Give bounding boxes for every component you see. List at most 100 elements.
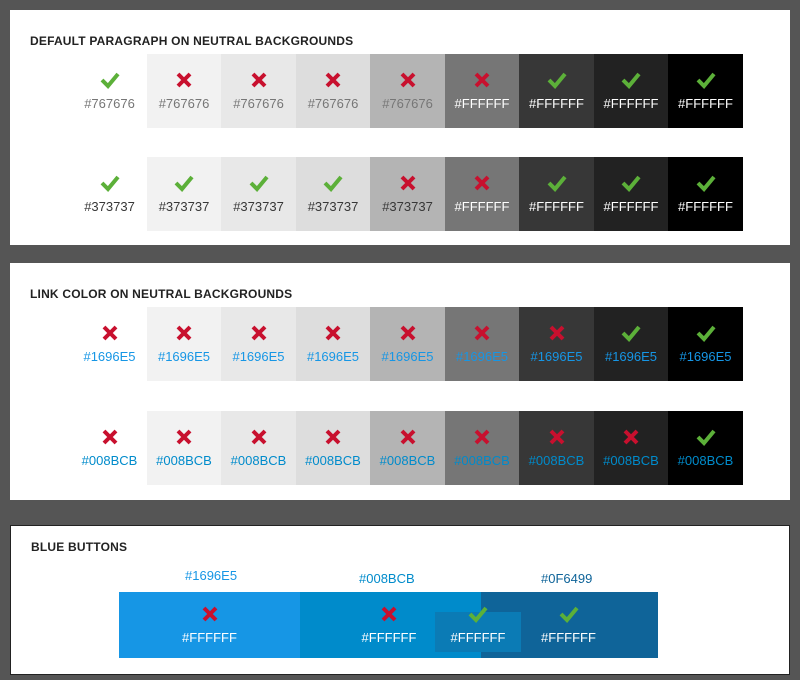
- check-icon: [174, 175, 194, 192]
- swatch-cell: #767676: [221, 54, 296, 128]
- swatch-cell: #1696E5: [72, 307, 147, 381]
- cross-icon: [251, 72, 266, 88]
- swatch-cell: #FFFFFF: [593, 54, 669, 128]
- cross-icon: [325, 429, 341, 445]
- cross-icon: [474, 429, 490, 445]
- swatch-row: #373737 #373737 #373737 #373737 #373737 #FFFF…: [72, 157, 743, 231]
- check-icon: [547, 175, 567, 192]
- color-code: #008BCB: [230, 453, 287, 468]
- swatch-cell: #FFFFFF: [444, 54, 520, 128]
- swatch-row: #008BCB#008BCB#008BCB#008BCB#008BCB#008B…: [72, 411, 743, 485]
- swatch-cell: #373737: [146, 157, 222, 231]
- section-title: LINK COLOR ON NEUTRAL BACKGROUNDS: [30, 287, 293, 301]
- check-icon: [696, 72, 716, 89]
- swatch-cell: #008BCB: [444, 411, 520, 485]
- swatch-cell: #373737: [221, 157, 296, 231]
- color-code: #373737: [158, 199, 210, 214]
- button-result: #FFFFFF: [119, 592, 300, 658]
- check-icon: [323, 175, 343, 192]
- swatch-cell: #1696E5: [444, 307, 520, 381]
- button-result: #FFFFFF: [300, 592, 478, 658]
- check-icon: [696, 429, 716, 446]
- cross-icon: [325, 325, 341, 341]
- color-code: #1696E5: [157, 349, 211, 364]
- swatch-cell: #1696E5: [370, 307, 445, 381]
- swatch-cell: #1696E5: [593, 307, 669, 381]
- color-code: #008BCB: [454, 453, 510, 468]
- button-text-code: #FFFFFF: [361, 630, 417, 645]
- swatch-cell: #373737: [72, 157, 147, 231]
- swatch-row: #767676 #767676 #767676 #767676 #767676 #FFFF…: [72, 54, 743, 128]
- cross-icon: [400, 429, 415, 445]
- cross-icon: [102, 429, 117, 445]
- cross-icon: [251, 325, 266, 341]
- color-code: #373737: [382, 199, 433, 214]
- check-icon: [696, 175, 716, 192]
- color-code: #008BCB: [156, 453, 212, 468]
- color-code: #FFFFFF: [454, 96, 510, 111]
- color-code: #1696E5: [455, 349, 509, 364]
- cross-icon: [202, 606, 217, 622]
- swatch-cell: #008BCB: [146, 411, 222, 485]
- color-code: #1696E5: [679, 349, 732, 364]
- swatch-cell: #FFFFFF: [444, 157, 520, 231]
- button-text-code: #FFFFFF: [182, 630, 237, 645]
- check-icon: [621, 325, 641, 342]
- swatch-cell: #1696E5: [295, 307, 371, 381]
- cross-icon: [325, 72, 341, 88]
- swatch-label: #008BCB: [359, 571, 415, 586]
- color-code: #767676: [233, 96, 284, 111]
- swatch-cell: #1696E5: [668, 307, 743, 381]
- swatch-cell: #008BCB: [668, 411, 743, 485]
- check-icon: [100, 72, 120, 89]
- cross-icon: [102, 325, 117, 341]
- swatch-cell: #767676: [146, 54, 222, 128]
- check-icon: [547, 72, 567, 89]
- color-code: #767676: [84, 96, 135, 111]
- check-icon: [559, 606, 579, 623]
- swatch-cell: #373737: [370, 157, 445, 231]
- swatch-cell: #008BCB: [221, 411, 296, 485]
- color-code: #FFFFFF: [678, 199, 733, 214]
- color-code: #373737: [233, 199, 284, 214]
- color-code: #373737: [307, 199, 359, 214]
- color-code: #FFFFFF: [603, 199, 659, 214]
- color-code: #1696E5: [530, 349, 583, 364]
- cross-icon: [400, 72, 415, 88]
- color-code: #FFFFFF: [529, 199, 584, 214]
- color-code: #1696E5: [306, 349, 360, 364]
- swatch-cell: #008BCB: [295, 411, 371, 485]
- blue-button-swatch: [119, 592, 300, 658]
- color-code: #FFFFFF: [678, 96, 733, 111]
- panel-link-color: LINK COLOR ON NEUTRAL BACKGROUNDS #1696E…: [10, 263, 790, 500]
- swatch-cell: #008BCB: [519, 411, 594, 485]
- color-code: #373737: [84, 199, 135, 214]
- swatch-cell: #008BCB: [370, 411, 445, 485]
- cross-icon: [251, 429, 266, 445]
- swatch-cell: #1696E5: [146, 307, 222, 381]
- cross-icon: [381, 606, 397, 622]
- color-code: #1696E5: [83, 349, 136, 364]
- swatch-cell: #1696E5: [221, 307, 296, 381]
- swatch-label: #1696E5: [185, 568, 238, 583]
- swatch-cell: #008BCB: [593, 411, 669, 485]
- color-code: #FFFFFF: [454, 199, 510, 214]
- section-title: DEFAULT PARAGRAPH ON NEUTRAL BACKGROUNDS: [30, 34, 354, 48]
- button-text-code: #FFFFFF: [541, 630, 596, 645]
- cross-icon: [549, 429, 564, 445]
- check-icon: [696, 325, 716, 342]
- cross-icon: [176, 325, 192, 341]
- swatch-cell: #FFFFFF: [593, 157, 669, 231]
- swatch-cell: #767676: [72, 54, 147, 128]
- button-result: #FFFFFF: [435, 600, 521, 650]
- check-icon: [621, 72, 641, 89]
- color-code: #767676: [307, 96, 359, 111]
- swatch-cell: #FFFFFF: [519, 157, 594, 231]
- check-icon: [100, 175, 120, 192]
- cross-icon: [400, 325, 415, 341]
- cross-icon: [549, 325, 564, 341]
- button-result: #FFFFFF: [521, 592, 616, 658]
- color-code: #767676: [158, 96, 210, 111]
- swatch-cell: #008BCB: [72, 411, 147, 485]
- color-code: #767676: [382, 96, 433, 111]
